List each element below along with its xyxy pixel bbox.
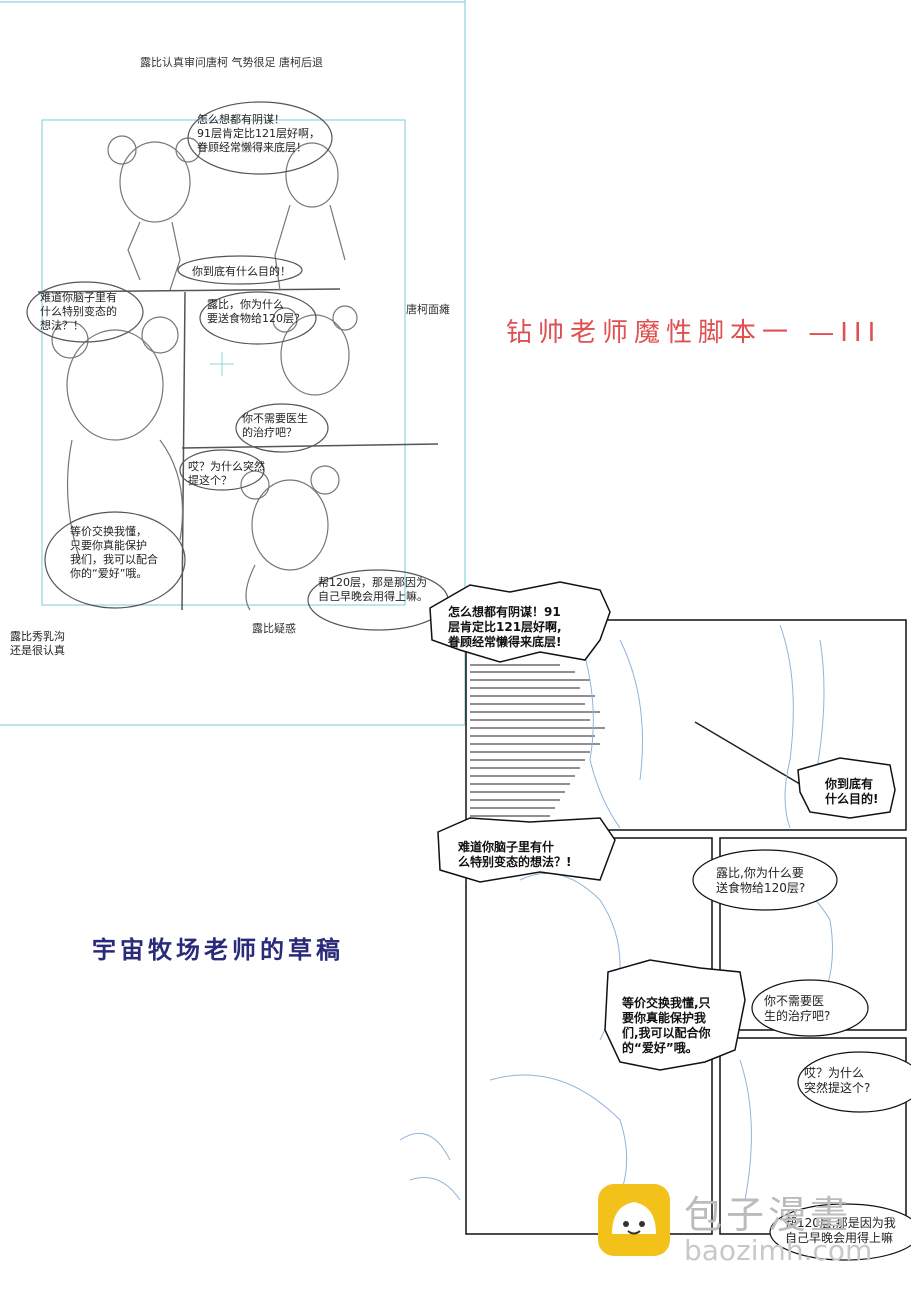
sketch-bubble-3: 难道你脑子里有 什么特别变态的 想法？！: [40, 291, 117, 332]
sketch-bubble-1: 怎么想都有阴谋！ 91层肯定比121层好啊， 眷顾经常懒得来底层！: [197, 113, 320, 154]
sketch-bubble-4: 露比，你为什么 要送食物给120层？: [207, 298, 305, 325]
sketch-bubble-7: 等价交换我懂， 只要你真能保护 我们，我可以配合 你的“爱好”哦。: [70, 525, 158, 580]
comic-bubble-3: 难道你脑子里有什 么特别变态的想法？!: [458, 840, 572, 869]
comic-bubble-5: 你不需要医 生的治疗吧?: [764, 994, 831, 1023]
sketch-bottom-note-left: 露比秀乳沟 还是很认真: [10, 630, 65, 657]
sketch-top-note: 露比认真审问唐柯 气势很足 唐柯后退: [140, 56, 323, 69]
comic-bubble-1: 怎么想都有阴谋！91 层肯定比121层好啊, 眷顾经常懒得来底层!: [448, 605, 562, 649]
watermark-domain: baozimh.com: [684, 1234, 873, 1267]
watermark-brand: 包子漫畫: [684, 1193, 853, 1237]
title-left: 宇宙牧场老师的草稿: [92, 936, 344, 964]
comic-bubble-2: 你到底有 什么目的!: [825, 777, 879, 806]
sketch-bubble-5: 你不需要医生 的治疗吧？: [242, 412, 308, 439]
title-right: 钻帅老师魔性脚本一 —III: [506, 318, 882, 348]
sketch-bubble-6: 哎？为什么突然 提这个？: [188, 460, 265, 487]
sketch-side-note: 唐柯面瘫: [406, 303, 450, 316]
comic-bubble-6: 等价交换我懂,只 要你真能保护我 们,我可以配合你 的“爱好”哦。: [622, 996, 711, 1055]
comic-bubble-7: 哎？为什么 突然提这个?: [804, 1066, 871, 1095]
comic-bubble-8: 帮120层,那是因为我 自己早晚会用得上嘛: [785, 1216, 896, 1245]
sketch-bubble-2: 你到底有什么目的！: [192, 265, 291, 278]
comic-bubble-4: 露比,你为什么要 送食物给120层?: [716, 866, 806, 895]
sketch-bottom-note-mid: 露比疑惑: [252, 622, 296, 635]
sketch-bubble-8: 帮120层，那是那因为 自己早晚会用得上嘛。: [318, 576, 428, 603]
watermark-logo-icon: [598, 1184, 670, 1256]
